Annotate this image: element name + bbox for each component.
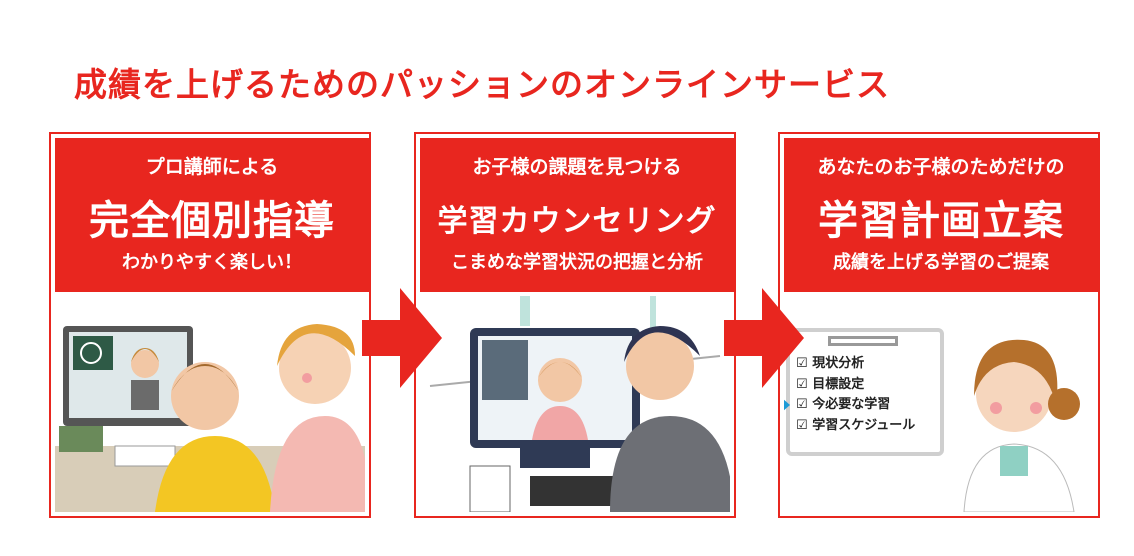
card-subtitle: あなたのお子様のためだけの [817,156,1065,178]
tutoring-illustration [55,296,365,512]
checklist-item: ☑ 現状分析 [796,356,865,371]
service-card-study-plan: あなたのお子様のためだけの 学習計画立案 成績を上げる学習のご提案 ☑ 現状分析… [778,132,1100,518]
checklist-item: ☑ 目標設定 [796,376,865,392]
study-plan-illustration: ☑ 現状分析 ☑ 目標設定 ☑ 今必要な学習 ☑ 学習スケジュール [784,296,1094,512]
checklist-item: ☑ 今必要な学習 [796,397,891,412]
counseling-illustration [420,296,730,512]
card-title: 学習計画立案 [818,198,1064,244]
card-subtitle: お子様の課題を見つける [472,156,682,178]
card-header: あなたのお子様のためだけの 学習計画立案 成績を上げる学習のご提案 [784,138,1098,292]
card-caption: 成績を上げる学習のご提案 [833,252,1049,273]
arrow-right-icon [724,288,804,388]
service-card-counseling: お子様の課題を見つける 学習カウンセリング こまめな学習状況の把握と分析 [414,132,736,518]
card-subtitle: プロ講師による [145,156,279,178]
card-header: お子様の課題を見つける 学習カウンセリング こまめな学習状況の把握と分析 [420,138,734,292]
card-title: 学習カウンセリング [437,204,717,239]
card-caption: こまめな学習状況の把握と分析 [451,252,703,273]
card-title: 完全個別指導 [89,198,335,244]
card-header: プロ講師による 完全個別指導 わかりやすく楽しい！ [55,138,369,292]
plan-checklist-board: ☑ 現状分析 ☑ 目標設定 ☑ 今必要な学習 ☑ 学習スケジュール [784,328,944,456]
page-title: 成績を上げるためのパッションのオンラインサービス [74,65,890,104]
arrow-right-icon [362,288,442,388]
card-caption: わかりやすく楽しい！ [122,252,302,273]
checklist-item: ☑ 学習スケジュール [796,417,916,433]
service-card-individual-tutoring: プロ講師による 完全個別指導 わかりやすく楽しい！ [49,132,371,518]
pointer-icon [784,398,790,412]
